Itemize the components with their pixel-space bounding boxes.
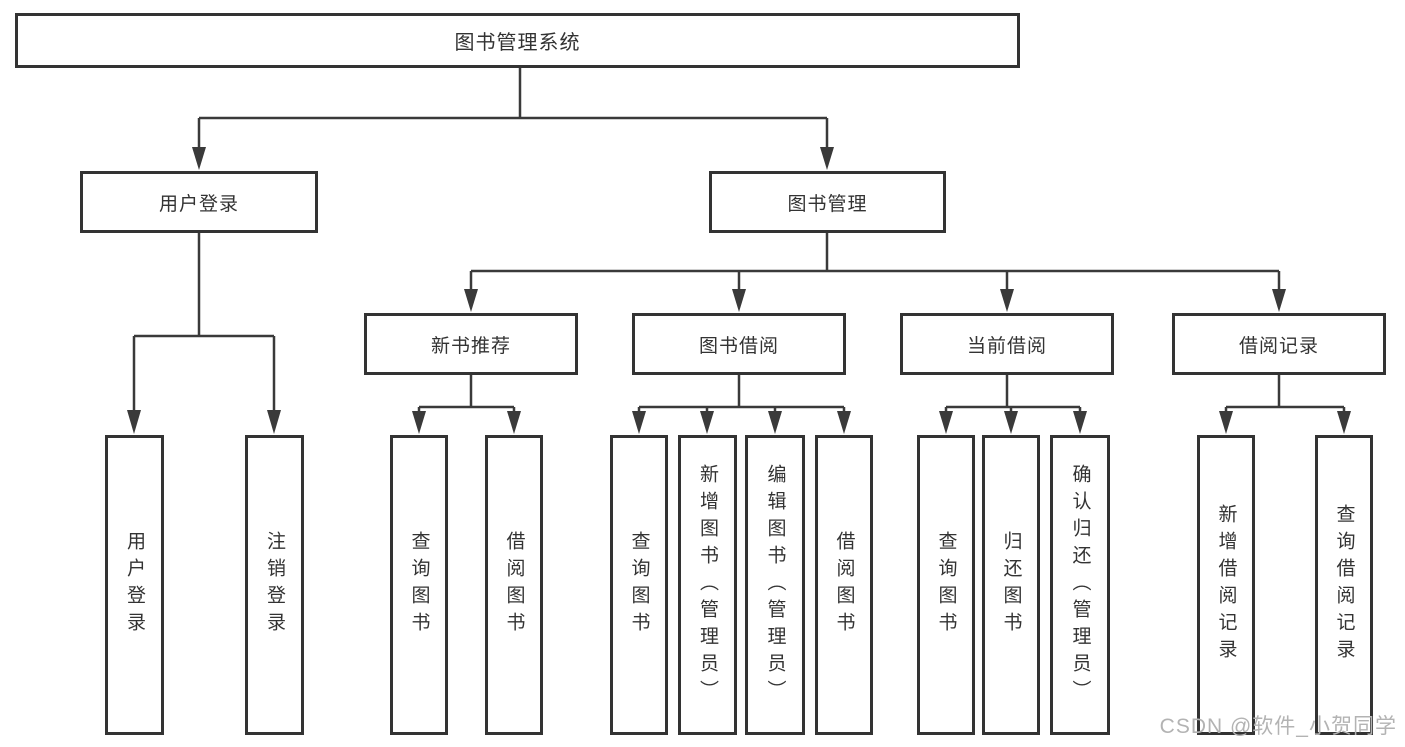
leaf-user-login: 用户登录	[105, 435, 164, 735]
node-label: 新增借阅记录	[1215, 504, 1237, 666]
leaf-query-book-recommend: 查询图书	[390, 435, 448, 735]
node-label: 用户登录	[124, 531, 145, 639]
arrowheads	[127, 147, 1351, 434]
node-label: 用户登录	[158, 193, 239, 215]
node-label: 编辑图书（管理员）	[764, 463, 786, 707]
leaf-borrow-book-recommend: 借阅图书	[485, 435, 543, 735]
node-label: 借阅记录	[1238, 335, 1319, 357]
node-book-borrowing: 图书借阅	[632, 313, 846, 375]
leaf-confirm-return-admin: 确认归还（管理员）	[1050, 435, 1110, 735]
node-label: 图书借阅	[698, 335, 779, 357]
node-label: 归还图书	[1000, 531, 1022, 639]
node-label: 查询图书	[628, 531, 650, 639]
node-label: 新增图书（管理员）	[697, 463, 718, 707]
leaf-logout-login: 注销登录	[245, 435, 304, 735]
node-label: 查询图书	[935, 531, 957, 639]
node-new-book-recommend: 新书推荐	[364, 313, 578, 375]
leaf-borrow-book: 借阅图书	[815, 435, 873, 735]
leaf-edit-book-admin: 编辑图书（管理员）	[745, 435, 805, 735]
node-label: 图书管理	[787, 193, 868, 215]
leaf-query-book-borrowing: 查询图书	[610, 435, 668, 735]
leaf-add-borrow-record: 新增借阅记录	[1197, 435, 1255, 735]
leaf-query-book-current: 查询图书	[917, 435, 975, 735]
node-current-borrowing: 当前借阅	[900, 313, 1114, 375]
node-user-login: 用户登录	[80, 171, 318, 233]
node-label: 注销登录	[264, 531, 285, 639]
node-label: 当前借阅	[966, 335, 1047, 357]
node-label: 查询借阅记录	[1333, 504, 1355, 666]
leaf-add-book-admin: 新增图书（管理员）	[678, 435, 737, 735]
node-library-management-system: 图书管理系统	[15, 13, 1020, 68]
leaf-return-book: 归还图书	[982, 435, 1040, 735]
node-label: 新书推荐	[430, 335, 511, 357]
node-label: 图书管理系统	[454, 32, 581, 54]
node-book-management: 图书管理	[709, 171, 946, 233]
node-label: 借阅图书	[833, 531, 855, 639]
node-label: 查询图书	[408, 531, 430, 639]
leaf-query-borrow-record: 查询借阅记录	[1315, 435, 1373, 735]
node-borrow-records: 借阅记录	[1172, 313, 1386, 375]
node-label: 借阅图书	[503, 531, 525, 639]
node-label: 确认归还（管理员）	[1069, 463, 1091, 707]
